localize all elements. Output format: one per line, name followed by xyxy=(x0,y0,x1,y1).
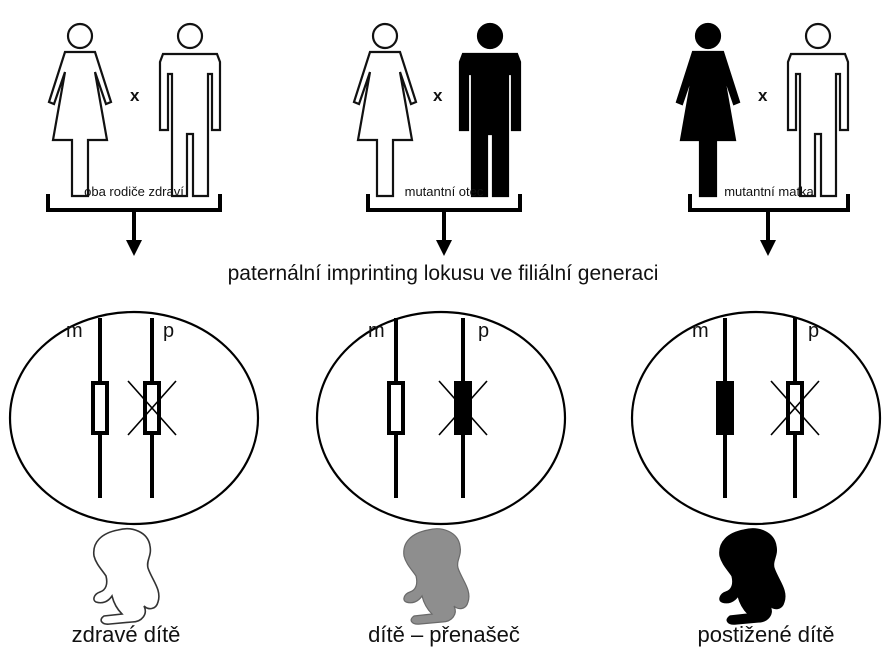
panel-2-maternal-label: m xyxy=(368,320,385,343)
panel-1-father-figure xyxy=(160,24,220,196)
panel-3-mother-figure xyxy=(677,24,739,196)
panel-2-cross-mark-icon: x xyxy=(433,86,442,106)
panel-3-cell xyxy=(632,312,880,524)
panel-1-child-label: zdravé dítě xyxy=(6,622,246,648)
panel-2-paternal-label: p xyxy=(478,320,489,343)
panel-2-child-label: dítě – přenašeč xyxy=(324,622,564,648)
panel-2-father-figure xyxy=(460,24,520,196)
panel-3-fetus-icon xyxy=(720,529,785,624)
panel-3-parents-label: mutantní matka xyxy=(684,184,854,199)
panel-2-maternal-allele xyxy=(389,383,403,433)
panel-3-paternal-label: p xyxy=(808,320,819,343)
panel-1-paternal-label: p xyxy=(163,320,174,343)
panel-1-mother-figure xyxy=(49,24,111,196)
panel-1-parents-label: oba rodiče zdraví xyxy=(49,184,219,199)
panel-3-father-figure xyxy=(788,24,848,196)
diagram-subtitle: paternální imprinting lokusu ve filiální… xyxy=(0,262,886,286)
panel-1-maternal-allele xyxy=(93,383,107,433)
panel-1-cell xyxy=(10,312,258,524)
panel-2-parents-label: mutantní otec xyxy=(359,184,529,199)
panel-3-child-label: postižené dítě xyxy=(646,622,886,648)
panel-2-cell xyxy=(317,312,565,524)
panel-3-cross-mark-icon: x xyxy=(758,86,767,106)
panel-1-fetus-icon xyxy=(94,529,159,624)
panel-2-arrow-down-icon xyxy=(436,210,452,256)
panel-1-cross-mark-icon: x xyxy=(130,86,139,106)
panel-3-maternal-label: m xyxy=(692,320,709,343)
panel-1-maternal-label: m xyxy=(66,320,83,343)
panel-2-mother-figure xyxy=(354,24,416,196)
panel-3-arrow-down-icon xyxy=(760,210,776,256)
panel-1-arrow-down-icon xyxy=(126,210,142,256)
panel-2-fetus-icon xyxy=(404,529,469,624)
panel-3-maternal-allele xyxy=(718,383,732,433)
